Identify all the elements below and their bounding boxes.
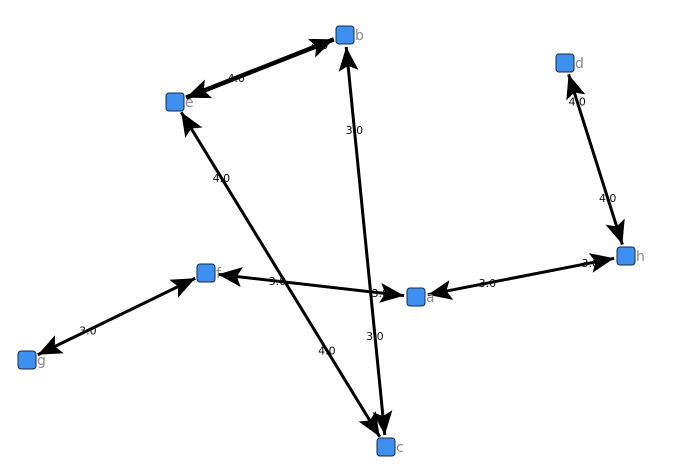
node-d[interactable]: d <box>555 53 584 73</box>
node-label: h <box>636 249 645 265</box>
arrowhead-icon <box>566 74 586 101</box>
node-box[interactable] <box>17 350 37 370</box>
node-label: a <box>426 290 435 306</box>
edge-weight-label: 4.0 <box>227 72 245 85</box>
arrowhead-icon <box>379 282 405 303</box>
node-box[interactable] <box>555 53 575 73</box>
edge-line <box>567 73 624 246</box>
arrowhead-icon <box>217 267 243 288</box>
edge-weight-label: 4.0 <box>213 172 231 185</box>
node-e[interactable]: e <box>165 92 194 112</box>
node-label: g <box>37 353 46 369</box>
node-box[interactable] <box>196 263 216 283</box>
arrowhead-icon <box>338 46 359 72</box>
edge-a-h[interactable] <box>427 253 615 300</box>
edge-weight-label: 3.0 <box>582 257 600 270</box>
edge-line <box>427 256 615 297</box>
edge-weight-label: 4.0 <box>311 39 329 52</box>
edge-line <box>185 37 335 100</box>
node-g[interactable]: g <box>17 350 46 370</box>
arrowhead-icon <box>427 280 454 300</box>
arrowhead-icon <box>588 253 615 273</box>
arrowhead-icon <box>181 112 203 138</box>
edge-weight-label: 3.0 <box>479 277 497 290</box>
arrowhead-icon <box>358 411 380 437</box>
edge-weight-label: 3.0 <box>269 275 287 288</box>
node-box[interactable] <box>406 287 426 307</box>
edge-line <box>217 272 405 298</box>
edge-d-h[interactable] <box>566 73 625 246</box>
arrowhead-icon <box>307 38 334 58</box>
edge-line <box>37 276 196 357</box>
edge-weight-label: 3.0 <box>346 124 364 137</box>
edge-f-a[interactable] <box>217 267 405 303</box>
node-h[interactable]: h <box>616 246 645 266</box>
node-label: d <box>575 56 584 72</box>
edge-weight-label: 4.0 <box>599 192 617 205</box>
node-box[interactable] <box>616 246 636 266</box>
node-box[interactable] <box>335 25 355 45</box>
node-box[interactable] <box>376 437 396 457</box>
arrowhead-icon <box>37 335 64 355</box>
edge-line <box>179 111 382 438</box>
arrowhead-icon <box>186 79 213 99</box>
node-box[interactable] <box>165 92 185 112</box>
edge-weight-label: 3.0 <box>372 287 390 300</box>
edge-g-f[interactable] <box>37 276 196 357</box>
arrowhead-icon <box>169 278 196 298</box>
arrowhead-icon <box>372 410 393 436</box>
node-label: f <box>216 266 222 282</box>
edge-weight-label: 3.0 <box>79 324 97 337</box>
edge-b-c[interactable] <box>338 46 393 436</box>
node-f[interactable]: f <box>196 263 222 283</box>
node-b[interactable]: b <box>335 25 364 45</box>
node-label: b <box>355 28 364 44</box>
edge-weight-label: 3.0 <box>366 330 384 343</box>
node-label: c <box>396 440 404 456</box>
edge-weight-label: 4.0 <box>318 344 336 357</box>
arrowhead-icon <box>605 218 625 245</box>
node-label: e <box>185 95 194 111</box>
edge-line <box>344 46 387 436</box>
node-c[interactable]: c <box>376 437 404 457</box>
edge-weight-label: 4.0 <box>568 96 586 109</box>
edge-e-c[interactable] <box>179 111 382 438</box>
edge-e-b[interactable] <box>185 37 335 100</box>
node-a[interactable]: a <box>406 287 435 307</box>
